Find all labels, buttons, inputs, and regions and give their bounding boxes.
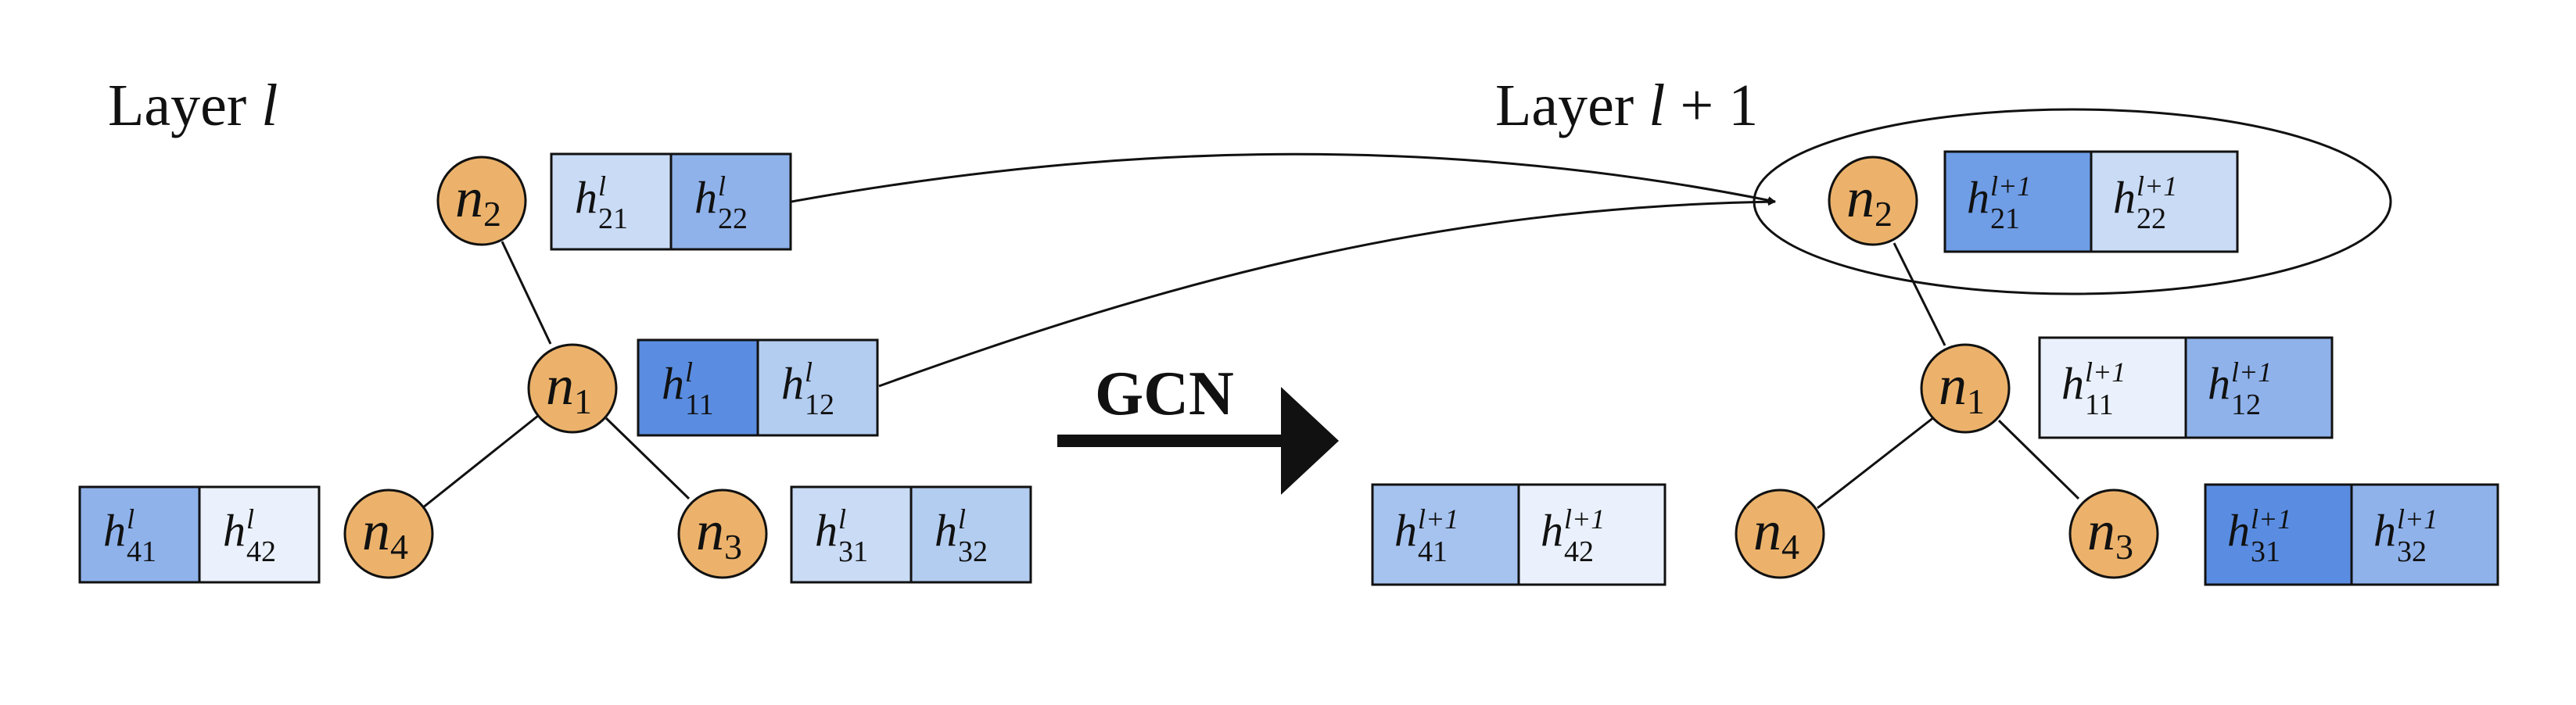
node-circle (677, 488, 768, 579)
edge-n1-n2-right (1893, 242, 1946, 346)
node-circle (1828, 156, 1918, 246)
feature-cell (909, 485, 1032, 584)
node-circle (527, 343, 618, 434)
feature-cell (1943, 150, 2093, 253)
arrow-from-h21-h22 (791, 152, 1776, 205)
feature-cell (1371, 483, 1520, 586)
node-n1-right: n1 (1920, 343, 2011, 434)
gcn-arrow (1057, 387, 1339, 495)
aggregation-arrows (791, 152, 1776, 388)
layer-l-plus-1-title: Layer l + 1 (1495, 73, 1758, 138)
left-graph-nodes: n1 n2 n3 n4 (343, 156, 768, 579)
node-n4-right: n4 (1735, 488, 1825, 579)
feature-cell (2038, 336, 2187, 439)
feature-cell (1517, 483, 1667, 586)
node-label: n4 (1753, 499, 1799, 567)
edge-n1-n2-left (500, 241, 552, 345)
node-label: n1 (546, 354, 592, 421)
layer-l-title: Layer l (108, 73, 278, 138)
feature-cell (2350, 483, 2499, 586)
feature-cell (2184, 336, 2334, 439)
node-label: n3 (696, 499, 742, 567)
node-label: n2 (455, 166, 501, 234)
node-n3-left: n3 (677, 488, 768, 579)
arrow-from-h11-h12 (878, 198, 1776, 388)
node-n1-left: n1 (527, 343, 618, 434)
feature-cell (78, 485, 201, 584)
node-label: n2 (1846, 166, 1893, 234)
node-circle (343, 488, 434, 579)
left-graph-edges (422, 241, 691, 510)
node-n2-left: n2 (436, 156, 527, 246)
edge-n1-n4-left (422, 411, 543, 510)
gcn-arrow-head (1281, 387, 1339, 495)
highlight-ellipse (1753, 108, 2392, 295)
node-n2-right: n2 (1828, 156, 1918, 246)
node-label: n3 (2087, 499, 2133, 567)
edge-n1-n4-right (1817, 413, 1939, 510)
node-n4-left: n4 (343, 488, 434, 579)
right-graph-edges (1817, 242, 2080, 510)
node-circle (2068, 488, 2159, 579)
feature-cell (2090, 150, 2239, 253)
node-circle (1735, 488, 1825, 579)
node-circle (1920, 343, 2011, 434)
edge-n1-n3-left (605, 417, 691, 500)
edge-n1-n3-right (1997, 419, 2080, 500)
feature-cell (756, 338, 879, 437)
feature-cell (669, 152, 792, 251)
right-graph-nodes: n1 n2 n3 n4 (1735, 156, 2159, 579)
node-circle (436, 156, 527, 246)
node-label: n1 (1939, 354, 1985, 421)
gcn-arrow-shaft (1057, 435, 1290, 447)
gcn-label: GCN (1095, 360, 1234, 428)
feature-cell (2204, 483, 2353, 586)
node-n3-right: n3 (2068, 488, 2159, 579)
feature-cell (198, 485, 321, 584)
node-label: n4 (362, 499, 408, 567)
